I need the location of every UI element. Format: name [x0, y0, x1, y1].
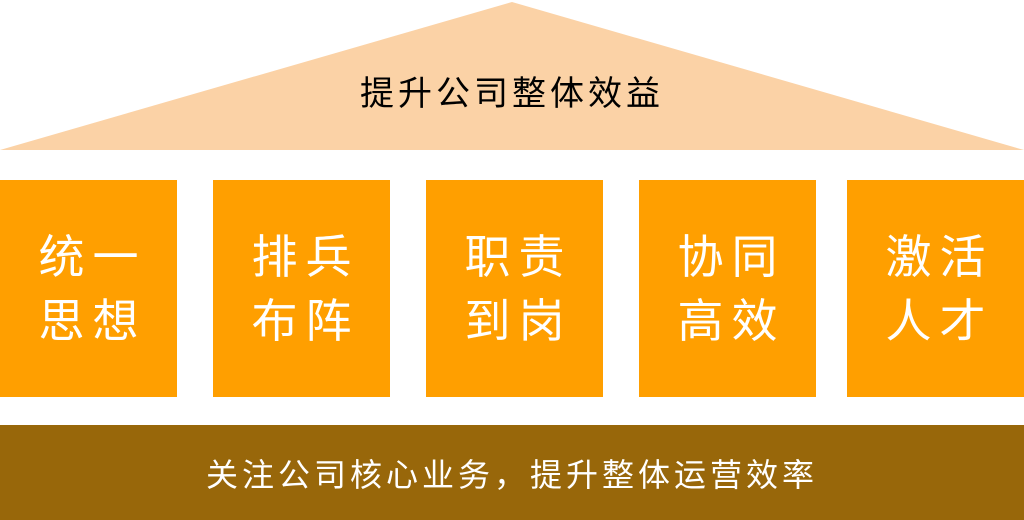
pillar-1-line-1: 统一 [38, 229, 147, 284]
pillar-2: 排兵 布阵 [213, 180, 390, 397]
pillar-1-line-2: 思想 [38, 293, 147, 348]
pillar-5-line-2: 人才 [885, 293, 994, 348]
pillar-5: 激活 人才 [847, 180, 1024, 397]
pillar-3: 职责 到岗 [426, 180, 603, 397]
pillar-4-line-2: 高效 [677, 293, 786, 348]
pillar-2-line-2: 布阵 [251, 293, 360, 348]
base-bar: 关注公司核心业务，提升整体运营效率 [0, 425, 1024, 520]
roof-triangle [0, 2, 1024, 150]
pillar-3-line-1: 职责 [464, 229, 573, 284]
roof-label: 提升公司整体效益 [360, 74, 664, 114]
pillar-3-line-2: 到岗 [464, 293, 573, 348]
pillar-2-line-1: 排兵 [251, 229, 360, 284]
pillar-4-line-1: 协同 [677, 229, 786, 284]
pillar-4: 协同 高效 [639, 180, 816, 397]
pillar-1: 统一 思想 [0, 180, 177, 397]
pillar-5-line-1: 激活 [885, 229, 994, 284]
base-label: 关注公司核心业务，提升整体运营效率 [205, 455, 818, 494]
